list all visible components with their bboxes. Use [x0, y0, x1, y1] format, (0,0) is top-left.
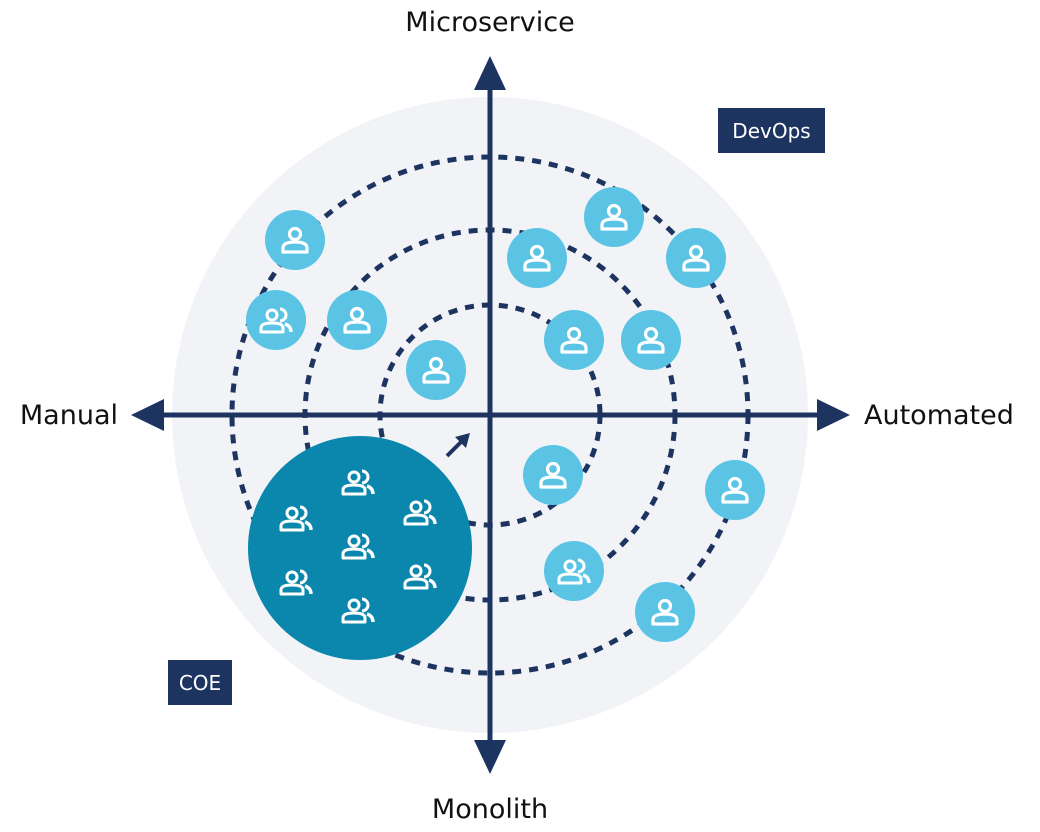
team-node: [544, 310, 604, 370]
arrow-up-icon: [474, 56, 506, 90]
team-node: [544, 541, 604, 601]
coe-cluster-circle: [248, 436, 472, 660]
team-nodes: [246, 187, 765, 642]
team-node: [666, 228, 726, 288]
team-node: [507, 228, 567, 288]
team-node: [406, 340, 466, 400]
team-node: [621, 310, 681, 370]
growth-arrow-icon: [445, 433, 470, 458]
team-node: [523, 445, 583, 505]
team-node: [246, 290, 306, 350]
team-node: [635, 582, 695, 642]
team-node: [584, 187, 644, 247]
axis-label-top: Microservice: [405, 7, 574, 38]
coe-tag: COE: [168, 660, 232, 705]
coe-cluster: [248, 436, 472, 660]
devops-tag-label: DevOps: [732, 119, 810, 143]
team-node: [705, 460, 765, 520]
axes: [131, 56, 850, 774]
arrow-down-icon: [474, 740, 506, 774]
axis-label-left: Manual: [20, 400, 118, 431]
arrow-right-icon: [817, 399, 850, 431]
axis-label-right: Automated: [864, 400, 1014, 431]
axis-label-bottom: Monolith: [432, 794, 548, 825]
coe-tag-label: COE: [179, 671, 221, 695]
devops-tag: DevOps: [718, 108, 825, 153]
arrow-left-icon: [131, 399, 164, 431]
team-node: [265, 210, 325, 270]
team-node: [327, 290, 387, 350]
